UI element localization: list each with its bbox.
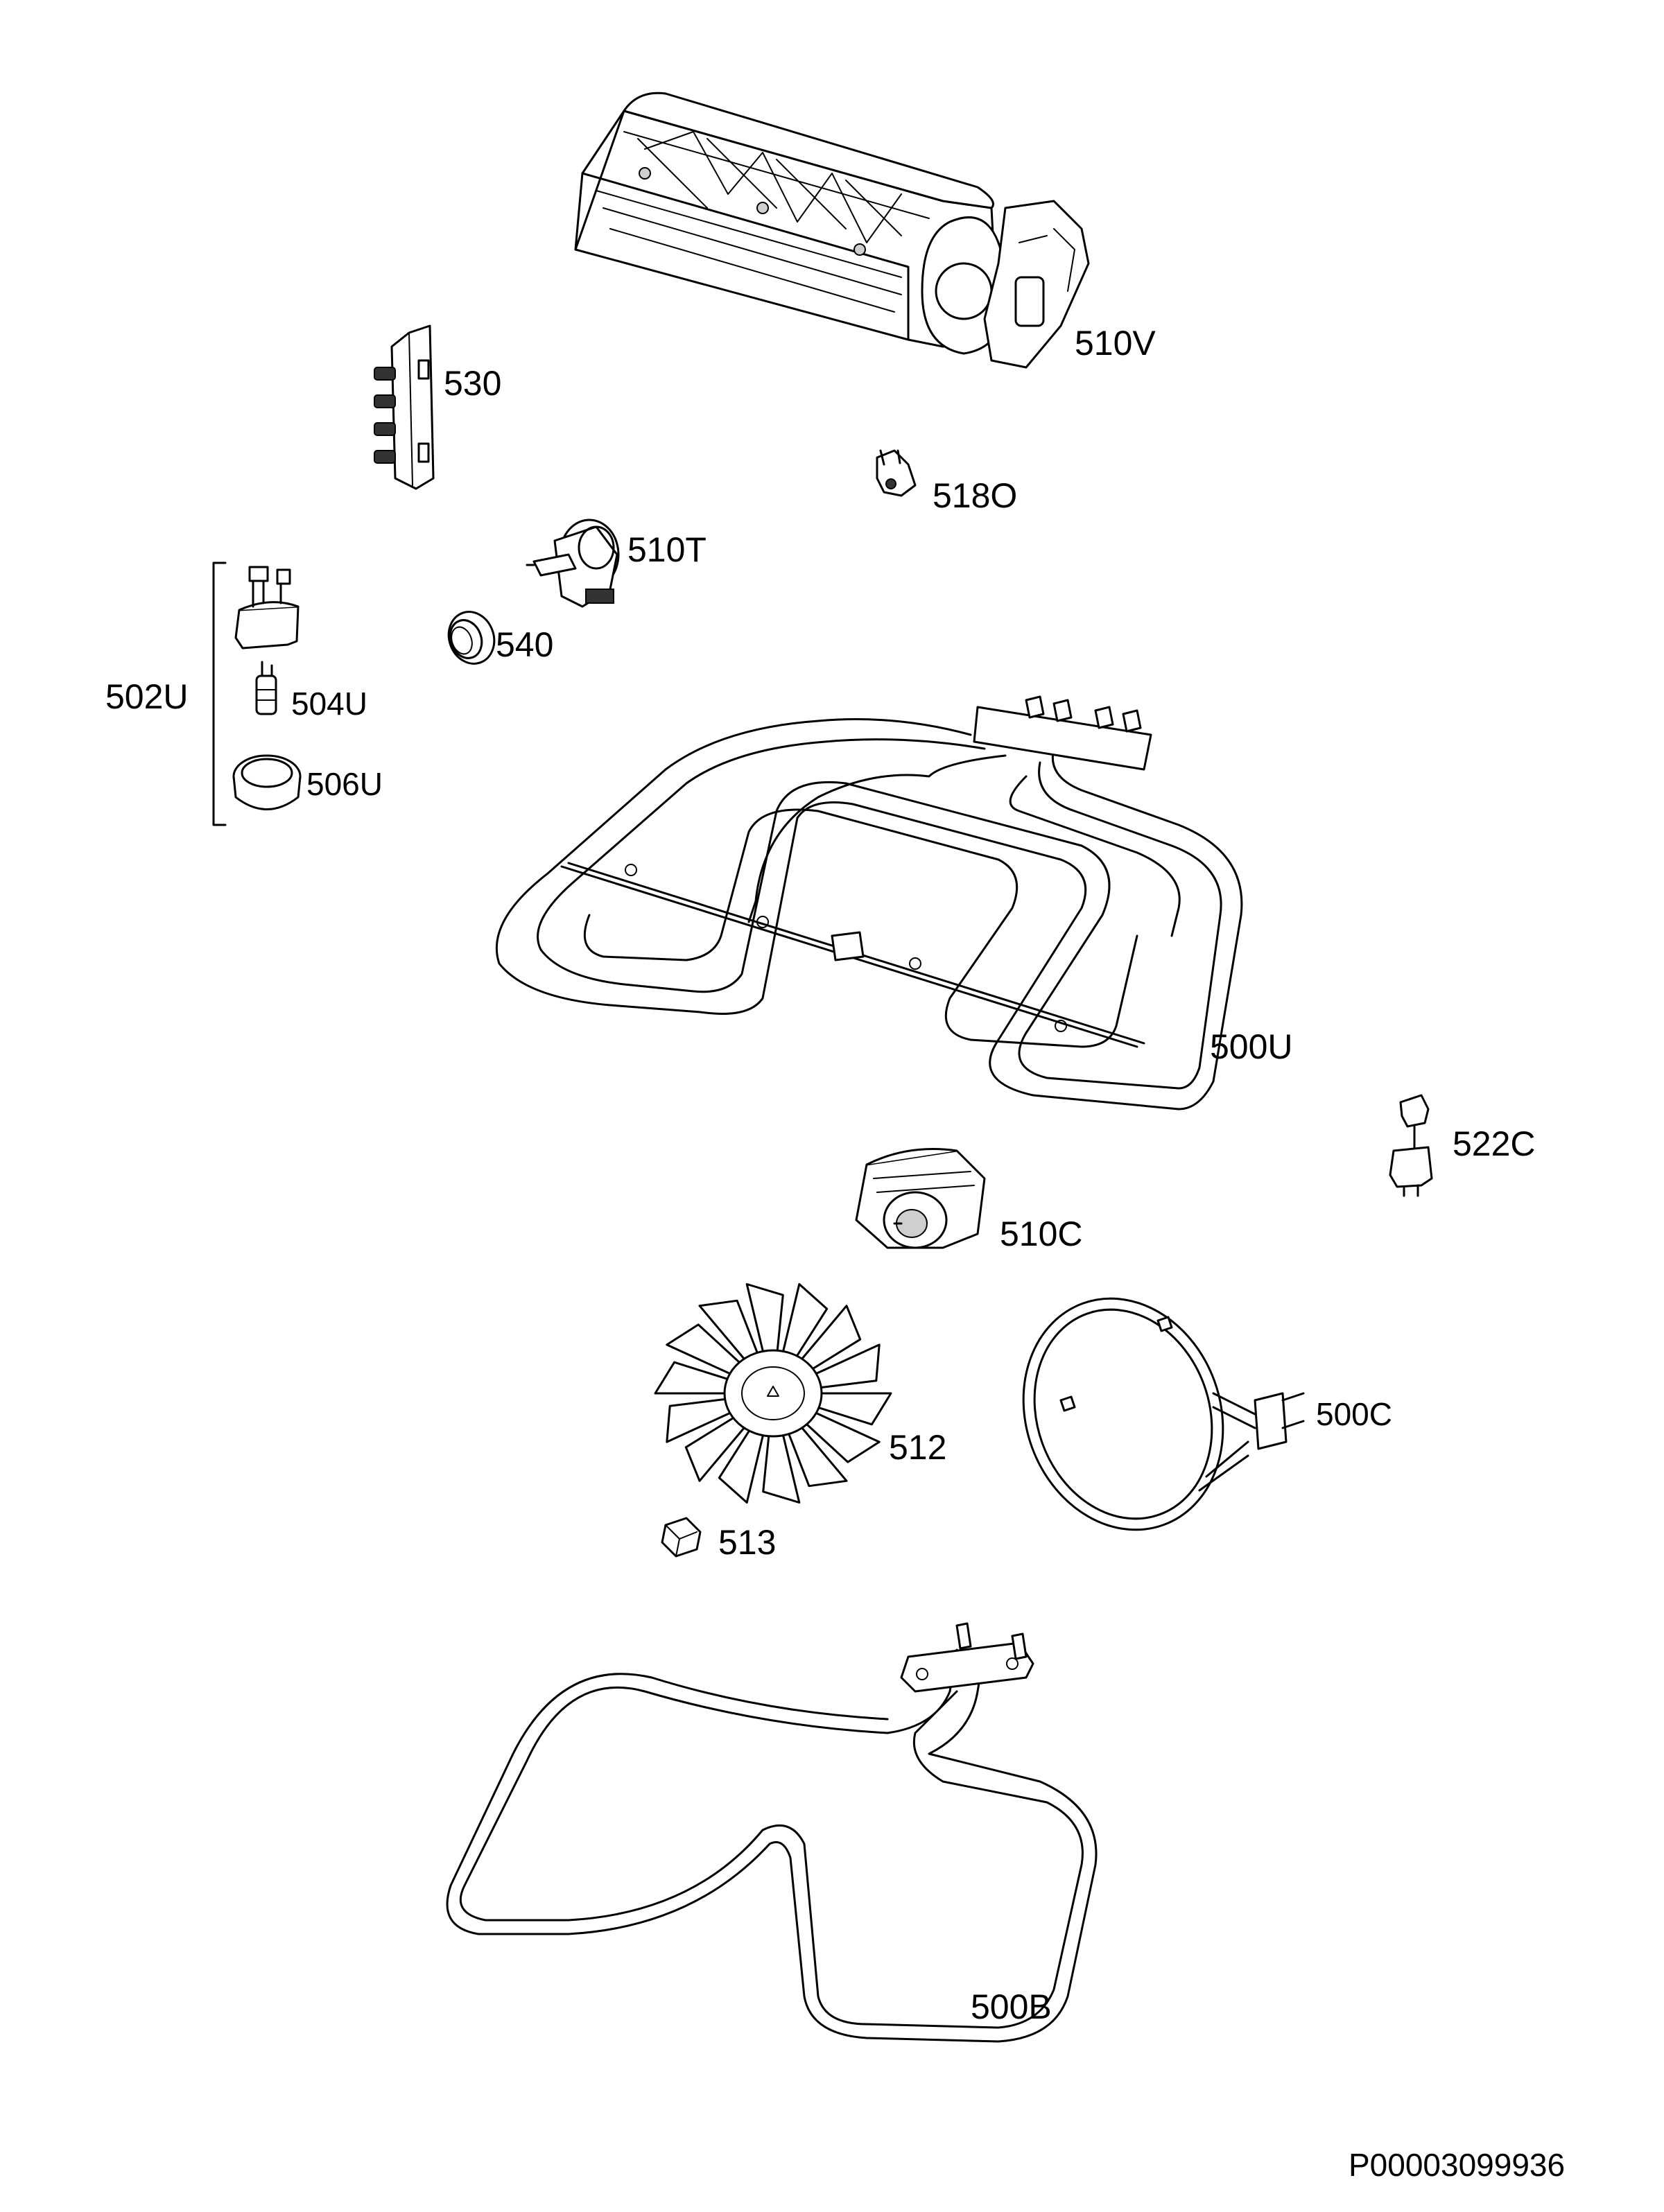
part-label-500b: 500B xyxy=(971,1987,1052,2026)
small-motor-icon xyxy=(526,519,620,608)
fan-blade-hub-ring xyxy=(741,1366,805,1420)
part-label-540: 540 xyxy=(496,625,554,664)
thermostat-icon xyxy=(1389,1094,1433,1197)
part-label-502u: 502U xyxy=(105,677,189,716)
fan-motor-icon xyxy=(855,1148,986,1249)
part-label-512: 512 xyxy=(889,1428,947,1467)
part-label-530: 530 xyxy=(444,364,502,403)
part-label-500u: 500U xyxy=(1210,1027,1293,1066)
part-label-500c: 500C xyxy=(1316,1396,1392,1432)
bottom-heating-element-icon xyxy=(446,1622,1098,2043)
fan-blade-icon xyxy=(654,1283,892,1504)
fan-blade-center-hole xyxy=(767,1386,779,1397)
gasket-ring-icon xyxy=(447,611,496,665)
part-label-510v: 510V xyxy=(1075,324,1156,363)
ring-heating-element-icon xyxy=(1022,1297,1305,1531)
part-label-506u: 506U xyxy=(306,766,383,802)
lamp-cover-icon xyxy=(232,754,302,810)
nut-icon xyxy=(661,1517,702,1558)
tangential-fan-icon xyxy=(574,92,1090,369)
terminal-block-icon xyxy=(374,324,435,490)
reference-code: P00003099936 xyxy=(1349,2147,1566,2183)
grill-heating-element-icon xyxy=(495,695,1243,1111)
part-label-504u: 504U xyxy=(291,686,367,722)
safety-thermostat-icon xyxy=(876,449,917,497)
part-label-510c: 510C xyxy=(1000,1214,1083,1253)
fan-blade-hub xyxy=(723,1349,823,1438)
part-label-518o: 518O xyxy=(933,476,1018,515)
bracket-icon xyxy=(212,561,227,826)
lamp-bulb-icon xyxy=(255,661,277,715)
part-label-513: 513 xyxy=(718,1523,777,1562)
part-label-510t: 510T xyxy=(627,530,707,569)
part-label-522c: 522C xyxy=(1453,1124,1536,1163)
lamp-socket-icon xyxy=(234,566,300,650)
